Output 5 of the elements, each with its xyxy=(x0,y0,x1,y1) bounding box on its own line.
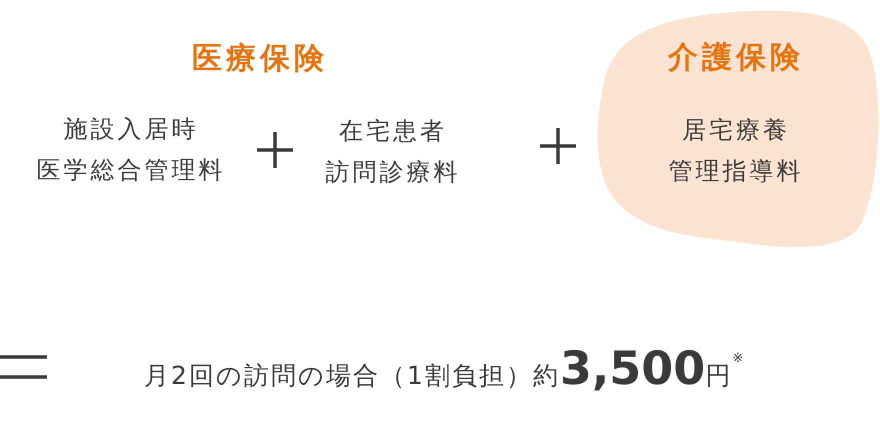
body-text: 居宅療養管理指導料 xyxy=(668,115,804,187)
body-text: 施設入居時医学総合管理料 xyxy=(36,114,226,186)
heading: 医療保険 xyxy=(192,41,328,77)
body-text: 在宅患者訪問診療料 xyxy=(326,116,460,188)
heading: 介護保険 xyxy=(668,40,804,76)
